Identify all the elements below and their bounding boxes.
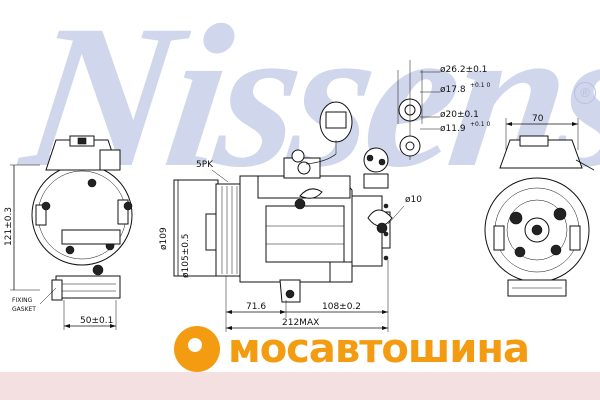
brand-logo-icon: [174, 326, 220, 372]
brand-banner: мосавтошина: [174, 326, 530, 372]
registered-mark: ®: [574, 82, 596, 104]
dim-width-50: 50±0.1: [80, 316, 113, 326]
dim-max-212: 212MAX: [282, 318, 319, 328]
dim-height-121: 121±0.3: [4, 207, 14, 246]
dim-len-71: 71.6: [246, 302, 266, 312]
dim-port-20: ø20±0.1: [440, 110, 479, 120]
dim-port-26: ø26.2±0.1: [440, 65, 487, 75]
bottom-band: [0, 372, 600, 400]
dim-len-108: 108±0.2: [322, 302, 361, 312]
dim-port-11-tol: +0.1 0: [470, 121, 490, 128]
label-fixing: FIXING: [12, 297, 33, 304]
side-view: 5PK ø109 ø105±0.5 ø10: [159, 101, 422, 332]
dim-port-17-tol: +0.1 0: [470, 82, 490, 89]
dim-port-17: ø17.8: [440, 85, 466, 95]
dim-dia-105: ø105±0.5: [181, 233, 191, 278]
dim-width-70: 70: [532, 114, 544, 124]
label-pulley-type: 5PK: [196, 160, 214, 170]
rear-view: 70: [484, 114, 595, 297]
front-view: 121±0.3 FIXING GASKET 50±0.1: [4, 135, 133, 330]
port-details: ø26.2±0.1 ø17.8 +0.1 0 ø20±0.1 ø11.9 +0.…: [397, 60, 490, 160]
brand-name: мосавтошина: [228, 326, 530, 372]
dim-port-11: ø11.9: [440, 124, 466, 134]
dim-dia-109: ø109: [159, 227, 169, 250]
label-gasket: GASKET: [12, 306, 36, 313]
dim-dia-10: ø10: [405, 195, 422, 205]
